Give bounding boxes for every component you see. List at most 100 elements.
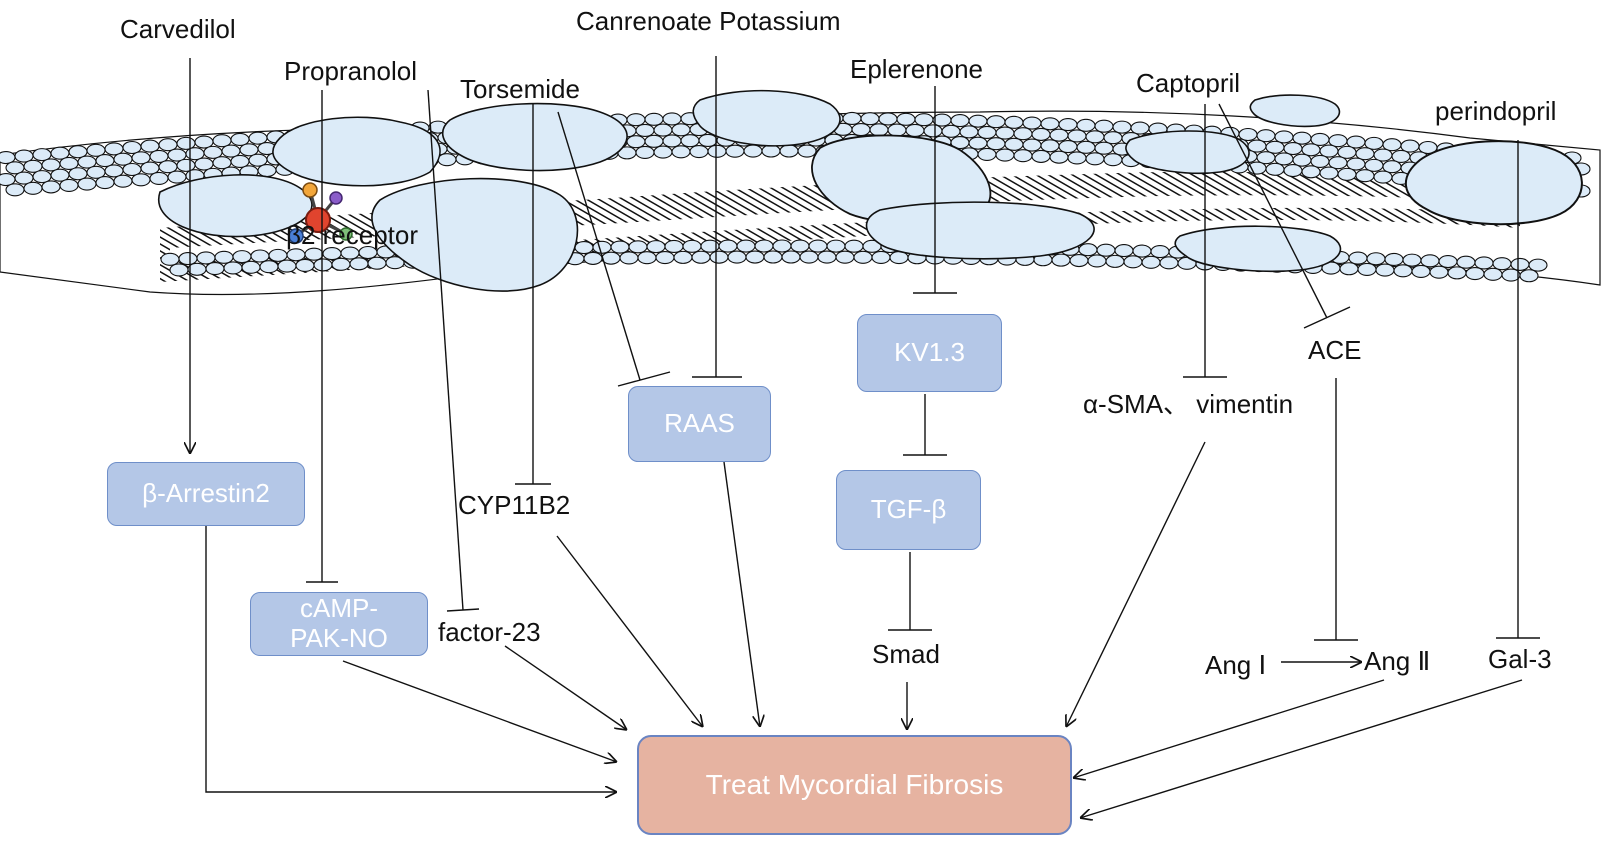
- lipid-head: [914, 113, 934, 127]
- protein-11: [1249, 94, 1341, 128]
- lipid-head: [167, 170, 187, 184]
- lipid-head: [223, 261, 243, 275]
- node-raas: RAAS: [628, 386, 771, 462]
- drug-perindopril: perindopril: [1435, 96, 1557, 126]
- lipid-head: [331, 257, 351, 271]
- lipid-head: [1004, 137, 1024, 151]
- lipid-head: [574, 240, 594, 255]
- lipid-head: [878, 112, 898, 126]
- lipid-head: [23, 181, 43, 195]
- drug-carvedilol: Carvedilol: [120, 14, 236, 44]
- lipid-head: [1384, 252, 1404, 266]
- lipid-head: [736, 239, 756, 253]
- node-tgf-beta: TGF-β: [836, 470, 981, 550]
- lipid-head: [745, 250, 765, 264]
- lipid-head: [941, 124, 961, 138]
- lipid-head: [1096, 243, 1116, 257]
- lipid-head: [887, 123, 907, 137]
- lipid-head: [1130, 121, 1150, 135]
- lipid-head: [619, 251, 639, 265]
- lipid-head: [1094, 119, 1114, 133]
- lipid-head: [799, 250, 819, 264]
- lipid-head: [1051, 253, 1071, 267]
- protein-5: [692, 89, 841, 147]
- lipid-head: [367, 256, 387, 270]
- lipid-head: [1123, 255, 1143, 269]
- lipid-head: [257, 163, 277, 178]
- node-gal3: Gal-3: [1488, 644, 1552, 674]
- lipid-head: [779, 144, 799, 158]
- lipid-head: [1283, 163, 1303, 178]
- lipid-head: [1040, 139, 1060, 153]
- lipid-head: [1132, 244, 1152, 258]
- lipid-head: [968, 136, 988, 150]
- lipid-head: [644, 134, 664, 148]
- drug-eplerenone: Eplerenone: [850, 54, 983, 84]
- lipid-head: [59, 178, 79, 193]
- lipid-head: [1022, 138, 1042, 152]
- node-camp-line2: PAK-NO: [290, 623, 388, 653]
- lipid-head: [169, 263, 189, 277]
- lipid-head: [637, 251, 657, 265]
- lipid-head: [1067, 129, 1087, 143]
- lipid-head: [1355, 169, 1375, 183]
- node-cyp11b2: CYP11B2: [458, 490, 571, 520]
- lipid-head: [950, 114, 970, 128]
- lipid-head: [781, 250, 801, 264]
- lipid-head: [1492, 257, 1512, 271]
- lipid-head: [718, 239, 738, 253]
- lipid-head: [259, 260, 279, 274]
- lipid-head: [853, 250, 873, 264]
- lipid-head: [113, 174, 133, 188]
- lipid-head: [349, 257, 369, 271]
- lipid-head: [995, 126, 1015, 140]
- lipid-head: [1447, 266, 1467, 280]
- lipid-head: [790, 239, 810, 253]
- node-ang1: Ang Ⅰ: [1205, 650, 1267, 680]
- lipid-head: [743, 144, 763, 158]
- lipid-head: [662, 112, 682, 126]
- lipid-head: [5, 183, 25, 197]
- lipid-head: [1112, 120, 1132, 134]
- drug-torsemide: Torsemide: [460, 74, 580, 104]
- lipid-head: [1483, 267, 1503, 281]
- lipid-head: [610, 240, 630, 254]
- lipid-head: [995, 148, 1015, 162]
- lipid-head: [1301, 165, 1321, 179]
- lipid-head: [1022, 116, 1042, 130]
- lipid-head: [628, 240, 648, 254]
- lipid-head: [977, 147, 997, 161]
- lipid-head: [635, 123, 655, 138]
- lipid-head: [1438, 254, 1458, 269]
- lipid-head: [986, 115, 1006, 129]
- lipid-head: [896, 112, 916, 126]
- lipid-head: [1159, 256, 1179, 270]
- molecule-icon: [288, 182, 353, 244]
- lipid-head: [250, 249, 270, 263]
- drug-captopril: Captopril: [1136, 68, 1241, 98]
- lipid-head: [1076, 140, 1096, 154]
- lipid-head: [1319, 166, 1339, 180]
- lipid-head: [646, 240, 666, 254]
- lipid-head: [680, 134, 700, 148]
- lipid-head: [772, 239, 792, 253]
- lipid-head: [160, 252, 180, 266]
- lipid-head: [1013, 127, 1033, 141]
- protein-8: [1125, 130, 1250, 175]
- lipid-head: [689, 144, 709, 159]
- lipid-head: [1528, 258, 1548, 272]
- lipid-head: [1094, 141, 1114, 155]
- lipid-head: [268, 248, 288, 262]
- lipid-head: [1337, 167, 1357, 181]
- lipid-head: [842, 111, 862, 125]
- lipid-head: [41, 180, 61, 194]
- lipid-head: [592, 240, 612, 254]
- lipid-head: [1103, 131, 1123, 145]
- lipid-head: [662, 134, 682, 148]
- lipid-head: [437, 153, 457, 167]
- lipid-head: [1040, 117, 1060, 131]
- lipid-head: [754, 239, 774, 253]
- lipid-head: [869, 123, 889, 137]
- receptor-label: β2 receptor: [286, 220, 419, 250]
